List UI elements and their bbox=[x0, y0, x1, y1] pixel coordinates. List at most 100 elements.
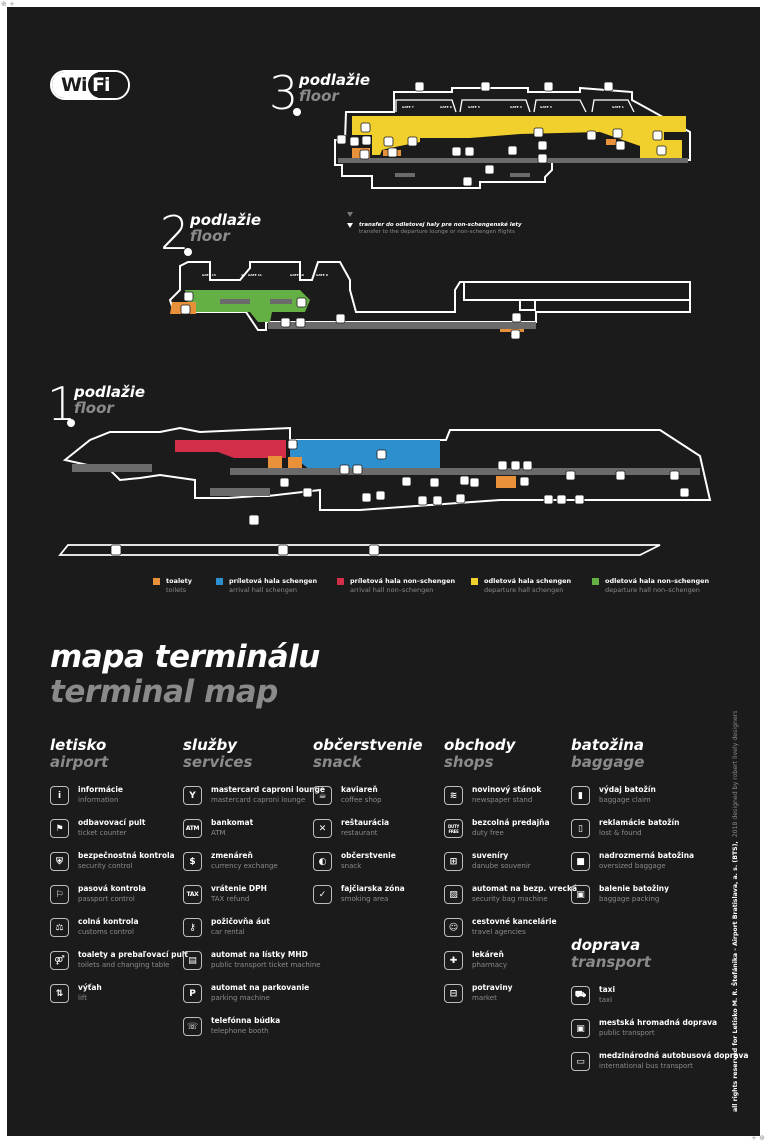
smoking-area-icon: ✓ bbox=[313, 885, 332, 904]
duty-free-icon: DUTY FREE bbox=[444, 819, 463, 838]
wifi-logo: Wi Fi bbox=[50, 70, 130, 100]
newspaper-icon: ≋ bbox=[444, 786, 463, 805]
tax-refund-icon: TAX bbox=[183, 885, 202, 904]
ticket-machine-icon: ▤ bbox=[183, 951, 202, 970]
svg-text:GATE 9: GATE 9 bbox=[316, 273, 328, 277]
ticket-counter-icon: ⚑ bbox=[50, 819, 69, 838]
bag-machine-icon: ▨ bbox=[444, 885, 463, 904]
svg-text:12: 12 bbox=[241, 273, 245, 277]
svg-text:GATE 3: GATE 3 bbox=[540, 105, 552, 109]
pharmacy-icon: ✚ bbox=[444, 951, 463, 970]
restaurant-icon: ✕ bbox=[313, 819, 332, 838]
registration-mark: ⊕ + bbox=[1, 0, 15, 8]
baggage-claim-icon: ▮ bbox=[571, 786, 590, 805]
svg-text:GATE 4: GATE 4 bbox=[510, 105, 522, 109]
triangle-marker-icon bbox=[347, 223, 353, 228]
triangle-marker-icon bbox=[347, 212, 353, 217]
lost-found-icon: ▯ bbox=[571, 819, 590, 838]
telephone-icon: ☏ bbox=[183, 1017, 202, 1036]
gift-icon: ⊞ bbox=[444, 852, 463, 871]
baggage-packing-icon: ▣ bbox=[571, 885, 590, 904]
snack-icon: ◐ bbox=[313, 852, 332, 871]
city-bus-icon: ▣ bbox=[571, 1019, 590, 1038]
passport-control-icon: ⚐ bbox=[50, 885, 69, 904]
taxi-icon: ⛟ bbox=[571, 986, 590, 1005]
floor-2-plan: GATE 13 12 GATE 11 GATE 10 GATE 9 bbox=[168, 261, 691, 340]
information-icon: i bbox=[50, 786, 69, 805]
svg-text:GATE 6: GATE 6 bbox=[440, 105, 452, 109]
svg-text:GATE 11: GATE 11 bbox=[248, 273, 262, 277]
cocktail-icon: Y bbox=[183, 786, 202, 805]
parking-machine-icon: P bbox=[183, 984, 202, 1003]
registration-mark: + ⊕ bbox=[751, 1134, 765, 1142]
terminal-map-poster: Wi Fi 3 podlažie floor 2 podlažie floor … bbox=[7, 7, 760, 1136]
floor-1-plan bbox=[58, 426, 712, 556]
svg-text:GATE 10: GATE 10 bbox=[290, 273, 304, 277]
travel-agency-icon: ☺ bbox=[444, 918, 463, 937]
customs-control-icon: ⚖ bbox=[50, 918, 69, 937]
toilets-icon: ⚤ bbox=[50, 951, 69, 970]
coffee-icon: ☕ bbox=[313, 786, 332, 805]
floor-3-plan: GATE 7 GATE 6 GATE 5 GATE 4 GATE 3 GATE … bbox=[334, 81, 691, 189]
svg-text:GATE 5: GATE 5 bbox=[468, 105, 480, 109]
security-control-icon: ⛨ bbox=[50, 852, 69, 871]
oversized-baggage-icon: ■ bbox=[571, 852, 590, 871]
currency-exchange-icon: $ bbox=[183, 852, 202, 871]
svg-text:GATE 7: GATE 7 bbox=[402, 105, 414, 109]
svg-text:GATE 1: GATE 1 bbox=[612, 105, 624, 109]
copyright-note: all rights reserved for Letisko M. R. Št… bbox=[732, 710, 739, 1112]
shopping-cart-icon: ⊟ bbox=[444, 984, 463, 1003]
page-title: mapa terminálu bbox=[50, 639, 320, 675]
car-rental-key-icon: ⚷ bbox=[183, 918, 202, 937]
page-subtitle: terminal map bbox=[50, 674, 278, 710]
coach-bus-icon: ▭ bbox=[571, 1052, 590, 1071]
atm-icon: ATM bbox=[183, 819, 202, 838]
floor-plans: GATE 7 GATE 6 GATE 5 GATE 4 GATE 3 GATE … bbox=[58, 81, 712, 556]
svg-text:GATE 13: GATE 13 bbox=[202, 273, 216, 277]
lift-icon: ⇅ bbox=[50, 984, 69, 1003]
